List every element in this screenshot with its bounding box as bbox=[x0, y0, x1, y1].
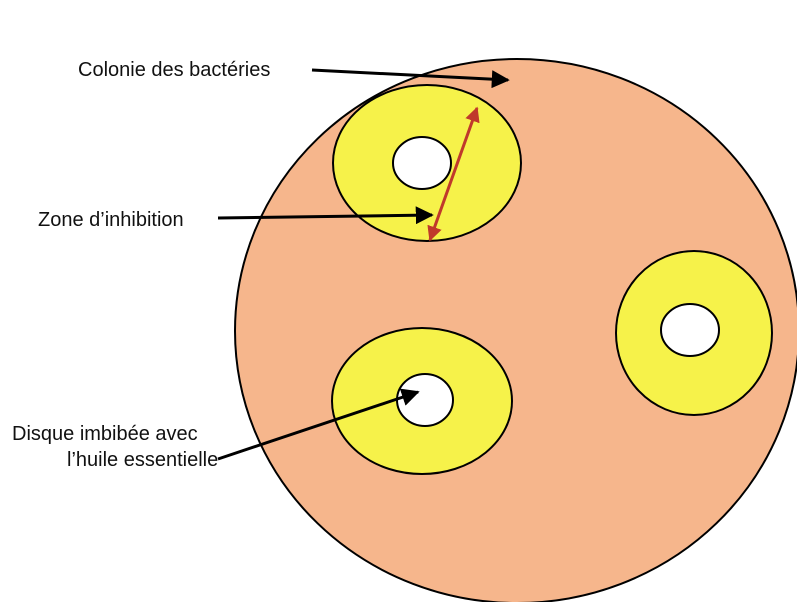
disk-top bbox=[393, 137, 451, 189]
disk-label-line1: Disque imbibée avec bbox=[12, 423, 198, 445]
colony-label: Colonie des bactéries bbox=[78, 59, 270, 81]
disk-label-line2: l’huile essentielle bbox=[67, 449, 218, 471]
disk-right bbox=[661, 304, 719, 356]
inhibition-zone-label: Zone d’inhibition bbox=[38, 209, 184, 231]
disk-bottom bbox=[397, 374, 453, 426]
